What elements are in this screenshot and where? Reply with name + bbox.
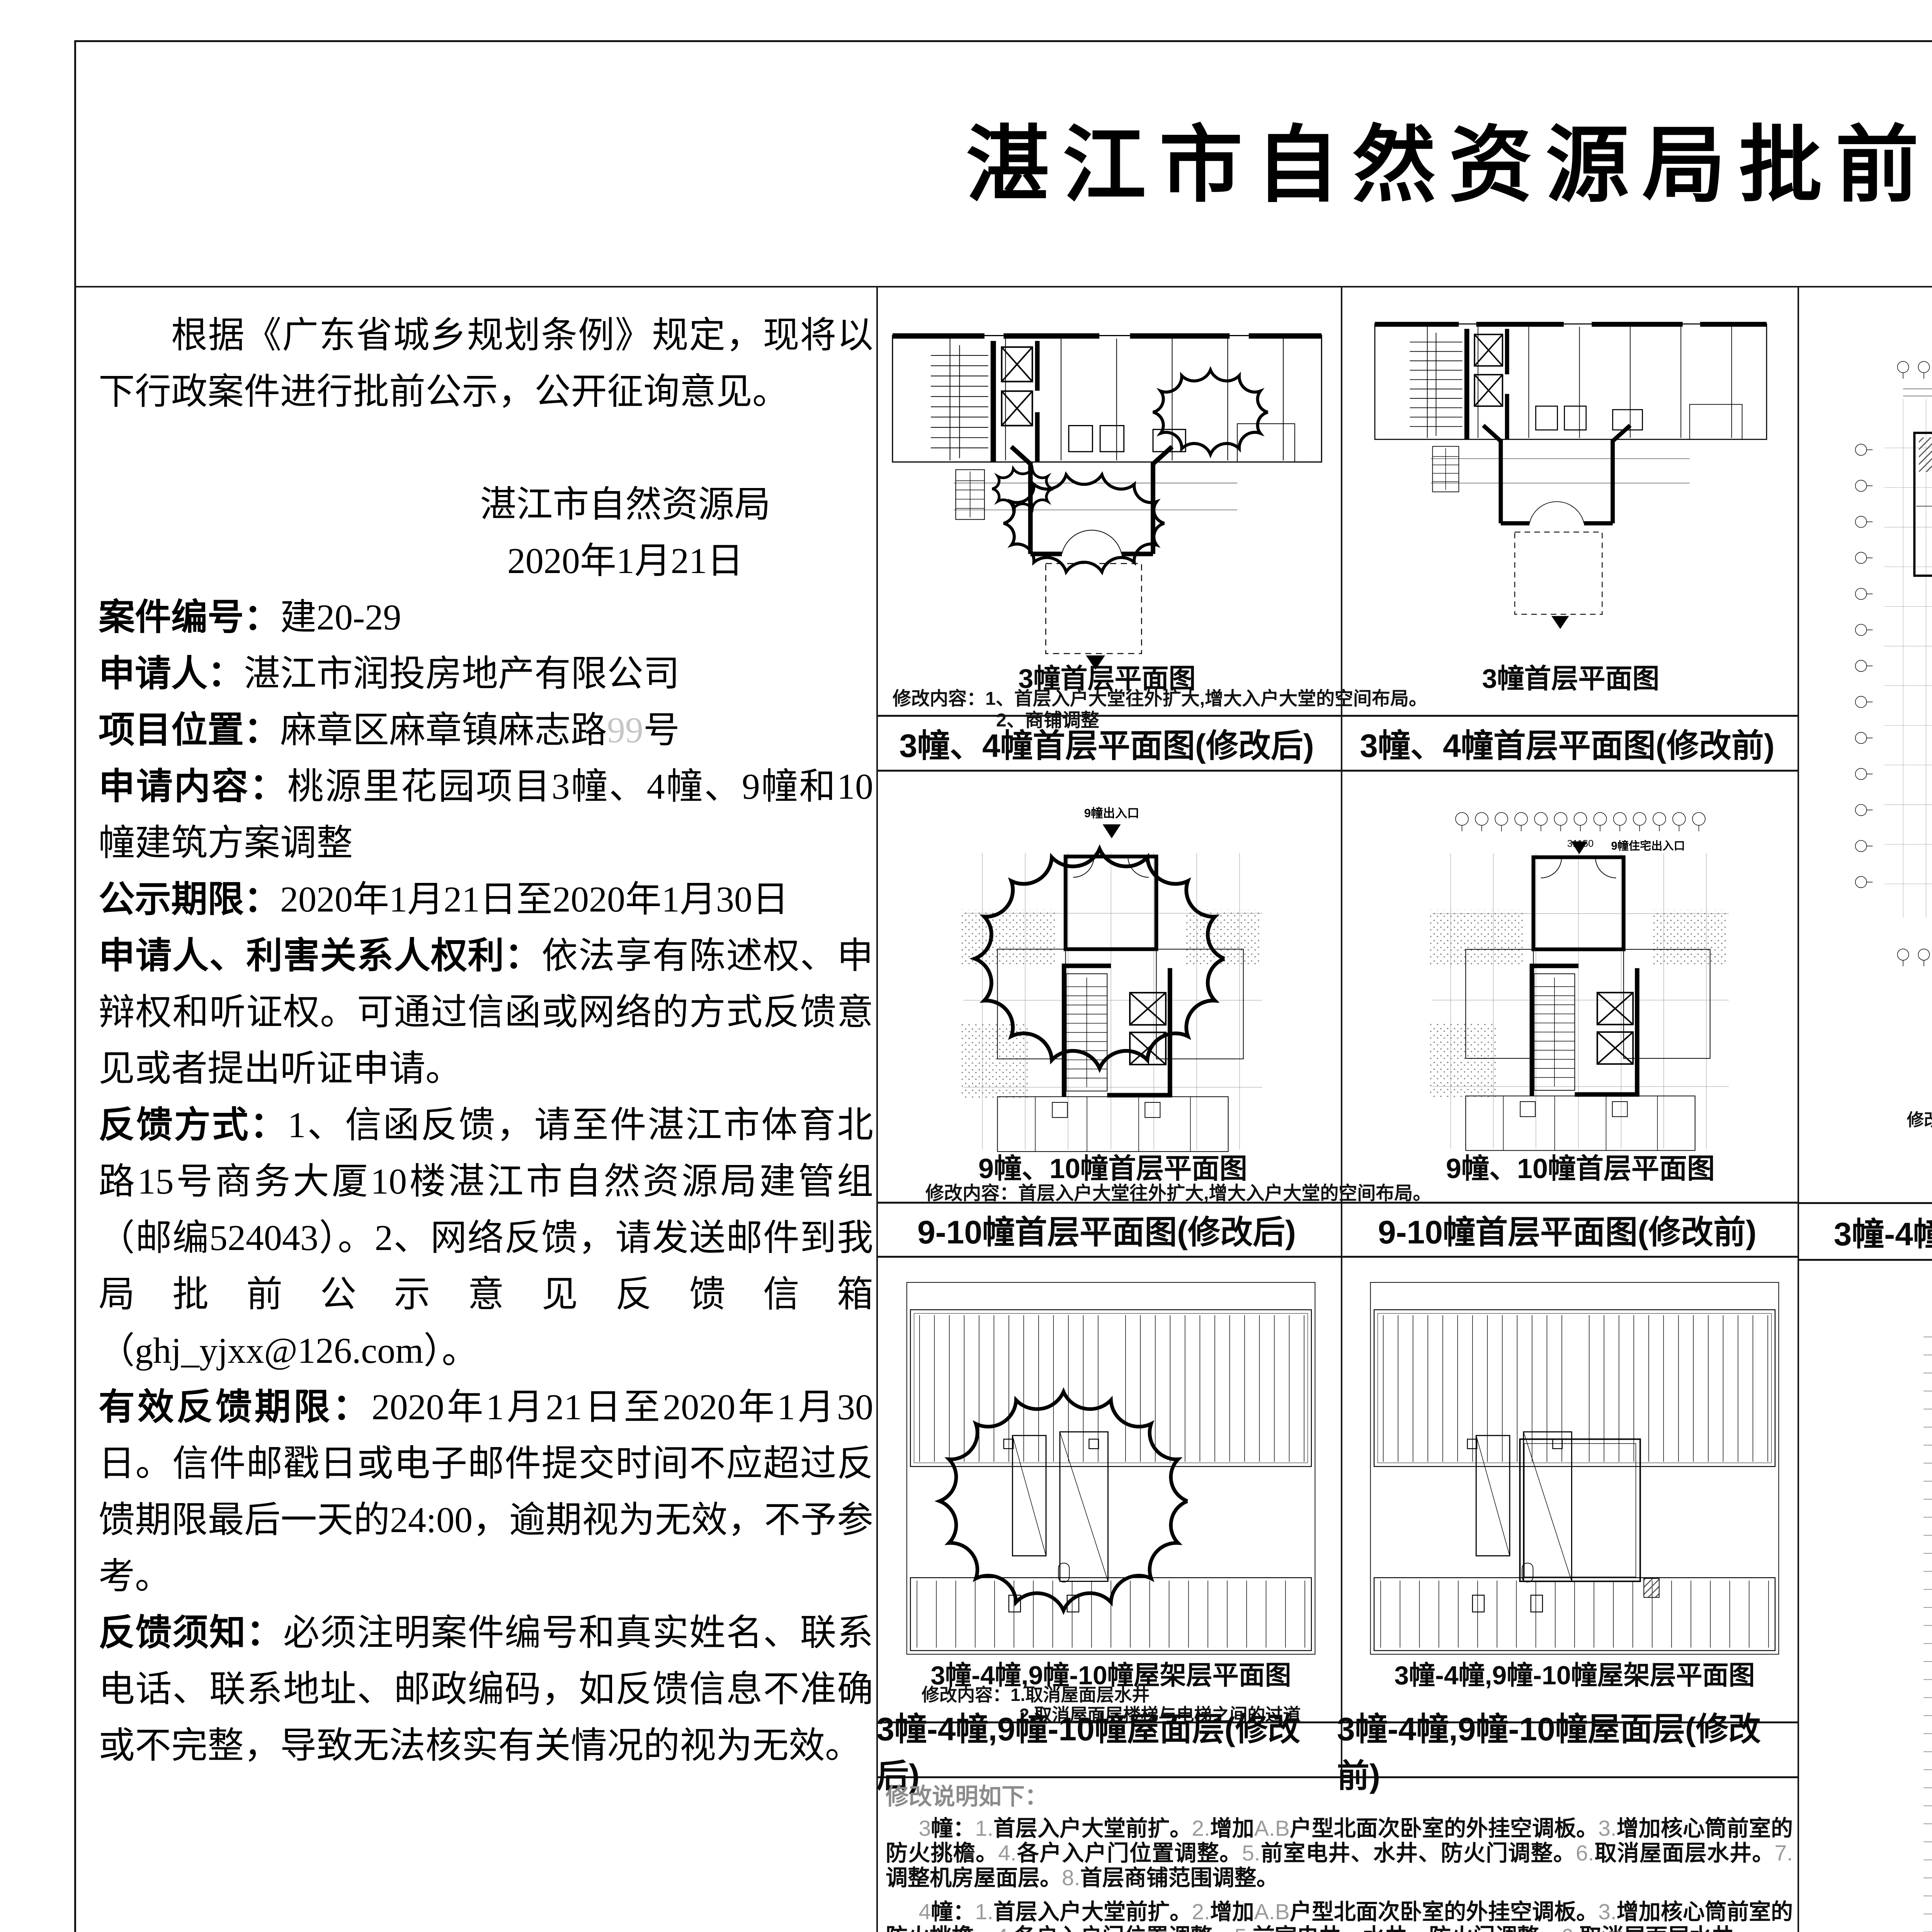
plan-910-first-floor-after-drawing: 9幢出入口 [896,796,1329,1155]
caption-strip-4: 3幢-4幢,9幢-10幢标准层平面图(修改后) 3幢-4幢,9幢-10幢标准层平… [1798,1202,1932,1261]
plan-3-first-floor-before-drawing [1356,299,1785,632]
roof-plan-after-drawing [889,1275,1333,1662]
plan-3-after-title: 3幢首层平面图 [1018,663,1196,694]
roof-before-title: 3幢-4幢,9幢-10幢屋架层平面图 [1394,1661,1755,1690]
section-after-drawing [1832,1271,1932,1932]
notice-text-block: 根据《广东省城乡规划条例》规定，现将以下行政案件进行批前公示，公开征询意见。 湛… [99,307,873,1774]
notice-field: 申请内容：桃源里花园项目3幢、4幢、9幢和10幢建筑方案调整 [99,767,873,863]
caption-strip-2: 9-10幢首层平面图(修改后) 9-10幢首层平面图(修改前) [876,1202,1798,1258]
notice-field: 项目位置：麻章区麻章镇麻志路99号 [99,710,680,750]
notice-field: 案件编号：建20-29 [99,597,401,638]
modification-note-item: 3幢：1.首层入户大堂前扩。2.增加A.B户型北面次卧室的外挂空调板。3.增加核… [886,1816,1793,1890]
svg-text:9幢出入口: 9幢出入口 [1084,806,1139,820]
roof-after-title: 3幢-4幢,9幢-10幢屋架层平面图 [930,1661,1291,1690]
plan-3-before-title: 3幢首层平面图 [1482,663,1660,694]
standard-note-1: 修改内容：1.增加核心筒前室的防火挑檐 [1907,1111,1932,1129]
modification-notes-heading: 修改说明如下： [886,1784,1048,1810]
caption-strip-3: 3幢-4幢,9幢-10幢屋面层(修改后) 3幢-4幢,9幢-10幢屋面层(修改前… [876,1711,1798,1794]
notice-field: 有效反馈期限：2020年1月21日至2020年1月30日。信件邮戳日或电子邮件提… [99,1387,873,1597]
caption-standard-after: 3幢-4幢,9幢-10幢标准层平面图(修改后) [1833,1216,1932,1252]
project-number-light: 99 [607,710,644,750]
caption-strip-1: 3幢、4幢首层平面图(修改后) 3幢、4幢首层平面图(修改前) [876,715,1798,772]
divider-mid-halves [1341,287,1342,1778]
svg-text:9幢住宅出入口: 9幢住宅出入口 [1611,839,1685,852]
standard-after-title: 9幢标准层平面图 [1812,1051,1932,1092]
standard-plan-after-drawing: 31150 [1812,298,1932,989]
notice-field: 申请人：湛江市润投房地产有限公司 [99,654,680,694]
divider-col-left [876,286,878,1932]
notice-date: 2020年1月21日 [507,541,743,581]
plan-910-before-title: 9幢、10幢首层平面图 [1446,1153,1715,1184]
page-title: 湛江市自然资源局批前公示 [966,120,1932,212]
notice-intro: 根据《广东省城乡规划条例》规定，现将以下行政案件进行批前公示，公开征询意见。 [99,315,873,412]
page-border [74,40,1932,1932]
plan-3-first-floor-after-drawing [885,299,1329,682]
standard-after-area-note: 本层建筑面积：442.73㎡ [1812,1031,1932,1053]
modification-notes-block: 修改说明如下： 3幢：1.首层入户大堂前扩。2.增加A.B户型北面次卧室的外挂空… [886,1784,1793,1932]
roof-note-1: 修改内容：1.取消屋面层水井 [922,1685,1150,1705]
caption-3-4-first-after: 3幢、4幢首层平面图(修改后) [899,728,1314,764]
notice-field: 反馈须知：必须注明案件编号和真实姓名、联系电话、联系地址、邮政编码，如反馈信息不… [99,1613,873,1766]
plan-3-note-2: 2、商铺调整 [996,710,1099,731]
plan-3-note-1: 修改内容：1、首层入户大堂往外扩大,增大入户大堂的空间布局。 [893,689,1428,709]
notice-agency: 湛江市自然资源局 [480,485,771,525]
caption-910-first-after: 9-10幢首层平面图(修改后) [917,1214,1296,1250]
plan-910-first-floor-before-drawing: 31150 9幢住宅出入口 [1372,796,1789,1155]
plan-910-after-title: 9幢、10幢首层平面图 [978,1153,1248,1184]
divider-col-mid [1798,286,1799,1932]
roof-plan-before-drawing [1356,1275,1793,1662]
caption-910-first-before: 9-10幢首层平面图(修改前) [1378,1214,1757,1250]
divider-header [74,286,1932,287]
caption-roof-after: 3幢-4幢,9幢-10幢屋面层(修改后) [876,1711,1300,1794]
notice-field: 反馈方式：1、信函反馈，请至件湛江市体育北路15号商务大厦10楼湛江市自然资源局… [99,1105,873,1371]
modification-note-item: 4幢：1.首层入户大堂前扩。2.增加A.B户型北面次卧室的外挂空调板。3.增加核… [886,1900,1793,1932]
caption-3-4-first-before: 3幢、4幢首层平面图(修改前) [1360,728,1775,764]
notice-field: 申请人、利害关系人权利：依法享有陈述权、申辩权和听证权。可通过信函或网络的方式反… [99,936,873,1089]
notice-field: 公示期限：2020年1月21日至2020年1月30日 [99,879,789,920]
caption-roof-before: 3幢-4幢,9幢-10幢屋面层(修改前) [1337,1711,1761,1794]
plan-910-note: 修改内容：首层入户大堂往外扩大,增大入户大堂的空间布局。 [925,1183,1432,1204]
standard-after-drawing-title: 9幢3-34层平面图1:100 [1812,997,1932,1022]
